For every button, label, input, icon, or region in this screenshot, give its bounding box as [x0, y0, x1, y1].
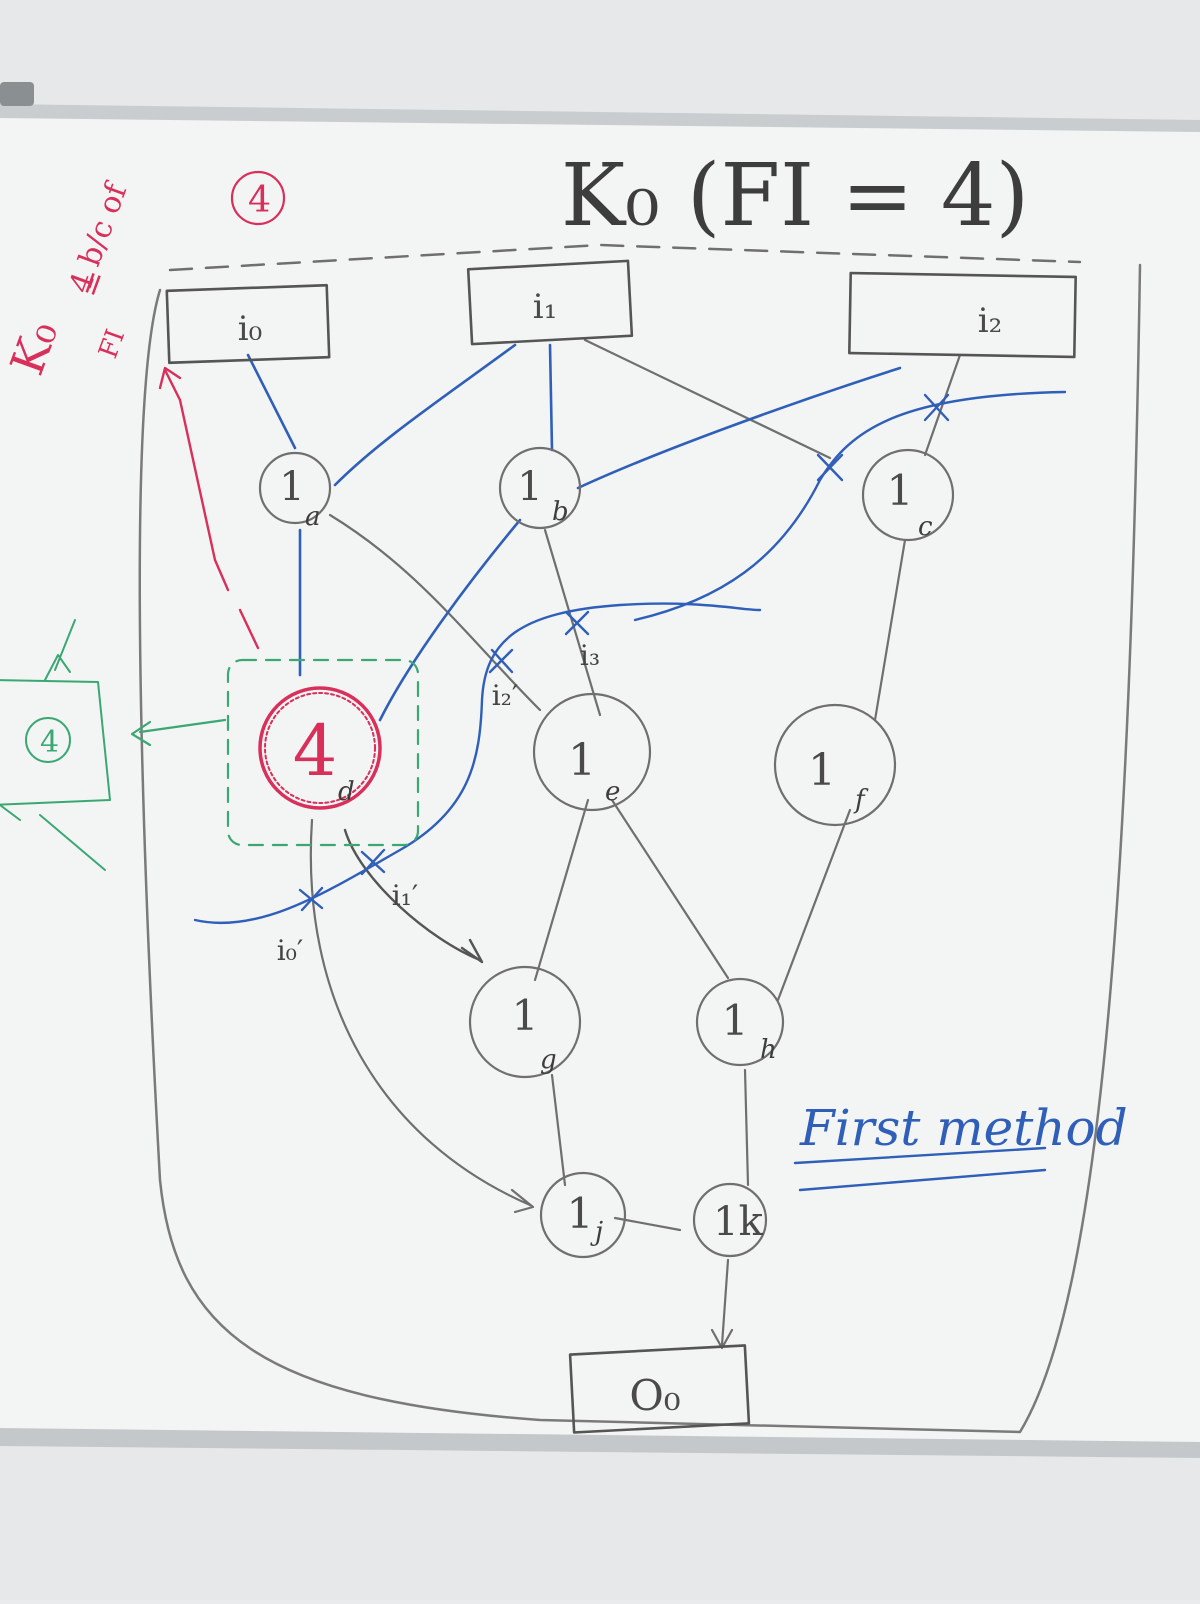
gate-circle-a	[258, 451, 332, 525]
side-node-label: 4	[40, 725, 59, 760]
cut-mark-c-left	[816, 453, 844, 482]
edge-h-k	[743, 1068, 750, 1187]
gate-circle-f	[773, 703, 897, 827]
node-sublabel-e: e	[605, 777, 620, 807]
gate-circle-k	[692, 1182, 768, 1258]
node-label-j: 1	[567, 1189, 594, 1238]
gate-circle-b	[498, 446, 582, 530]
gate-circle-e	[532, 692, 652, 812]
node-label-k: 1k	[713, 1199, 763, 1245]
edge-d-g-arrow	[343, 828, 484, 964]
gate-circle-h	[695, 977, 785, 1067]
edge-i1-c	[583, 338, 832, 460]
edge-d-j-arrow	[309, 818, 535, 1214]
whiteboard-surface	[0, 112, 1200, 1445]
input-box-i1	[466, 259, 634, 346]
node-label-c: 1	[887, 466, 914, 515]
cut-curve-upper	[633, 390, 1067, 622]
edge-i2-b	[576, 366, 902, 490]
highlight-box-d	[226, 658, 420, 847]
cut-mark-i2	[488, 648, 514, 674]
method-underline-2	[798, 1168, 1047, 1192]
edge-k-o0-arrow	[710, 1258, 734, 1350]
edge-g-j	[550, 1073, 567, 1187]
gate-circle-d	[258, 686, 382, 810]
node-sublabel-d: d	[338, 777, 355, 807]
method-label: First method	[799, 1099, 1128, 1157]
cut-mark-i1	[360, 848, 386, 876]
cut-label-i3: i₃	[580, 639, 600, 672]
red-annotation-arrow	[158, 366, 260, 650]
input-box-i0	[165, 283, 331, 365]
node-sublabel-h: h	[760, 1035, 777, 1065]
board-clip	[0, 82, 34, 106]
edge-b-d	[378, 518, 522, 722]
edge-i0-a	[246, 353, 297, 450]
annotation-circled-4: 4	[248, 180, 271, 221]
edge-c-f	[873, 538, 907, 722]
circuit-enclosure-outline	[138, 263, 1142, 1434]
edge-a-e	[328, 513, 542, 712]
dashed-boundary-line	[168, 243, 1082, 272]
cut-mark-i3	[564, 610, 590, 636]
cut-mark-i0	[298, 886, 324, 912]
annotation-circle	[230, 170, 286, 226]
edge-i1-b	[548, 343, 554, 452]
node-label-h: 1	[722, 996, 749, 1045]
node-sublabel-g: g	[540, 1045, 557, 1075]
gate-circle-c	[861, 448, 955, 542]
gate-circle-d-scribble	[264, 692, 376, 804]
board-top-rail	[0, 104, 1200, 132]
node-label-b: 1	[517, 464, 542, 510]
node-label-i0: i₀	[238, 309, 263, 349]
edge-i2-c	[923, 353, 962, 457]
method-underline-1	[793, 1146, 1047, 1165]
node-sublabel-a: a	[305, 502, 321, 532]
side-node-circle	[25, 717, 71, 763]
green-arrow-to-side	[130, 718, 227, 747]
gate-circle-j	[539, 1171, 627, 1259]
cut-label-i1: i₁′	[392, 879, 419, 912]
node-label-d: 4	[293, 710, 338, 792]
side-arrow-top	[44, 619, 76, 681]
board-bottom-rail	[0, 1428, 1200, 1458]
input-box-i2	[848, 271, 1077, 359]
node-label-f: 1	[808, 745, 836, 796]
node-label-g: 1	[512, 991, 539, 1040]
cut-curve-lower	[193, 602, 762, 925]
cut-label-i0: i₀′	[277, 934, 304, 967]
gate-circle-g	[468, 965, 582, 1079]
side-node-box	[0, 679, 111, 806]
cut-labels: i₀′ i₁′ i₂′ i₃	[277, 639, 600, 967]
edge-e-g	[533, 798, 590, 982]
node-label-i2: i₂	[978, 301, 1003, 341]
node-label-o0: O₀	[629, 1371, 680, 1420]
side-arrow-bottom	[0, 804, 106, 871]
diagram-title: K₀ (FI = 4)	[561, 146, 1029, 246]
node-label-i1: i₁	[533, 287, 558, 327]
cut-label-i2: i₂′	[492, 679, 519, 712]
edge-b-e	[543, 528, 602, 717]
edge-e-h	[610, 798, 730, 980]
edge-j-k	[613, 1216, 682, 1232]
node-label-a: 1	[279, 464, 304, 510]
output-box-o0	[568, 1344, 751, 1434]
edge-f-h	[776, 808, 852, 1002]
node-label-e: 1	[568, 735, 596, 786]
cut-mark-c-top	[923, 393, 950, 422]
edge-i1-a	[333, 343, 517, 487]
node-sublabel-b: b	[552, 497, 569, 527]
node-sublabel-c: c	[918, 512, 933, 542]
